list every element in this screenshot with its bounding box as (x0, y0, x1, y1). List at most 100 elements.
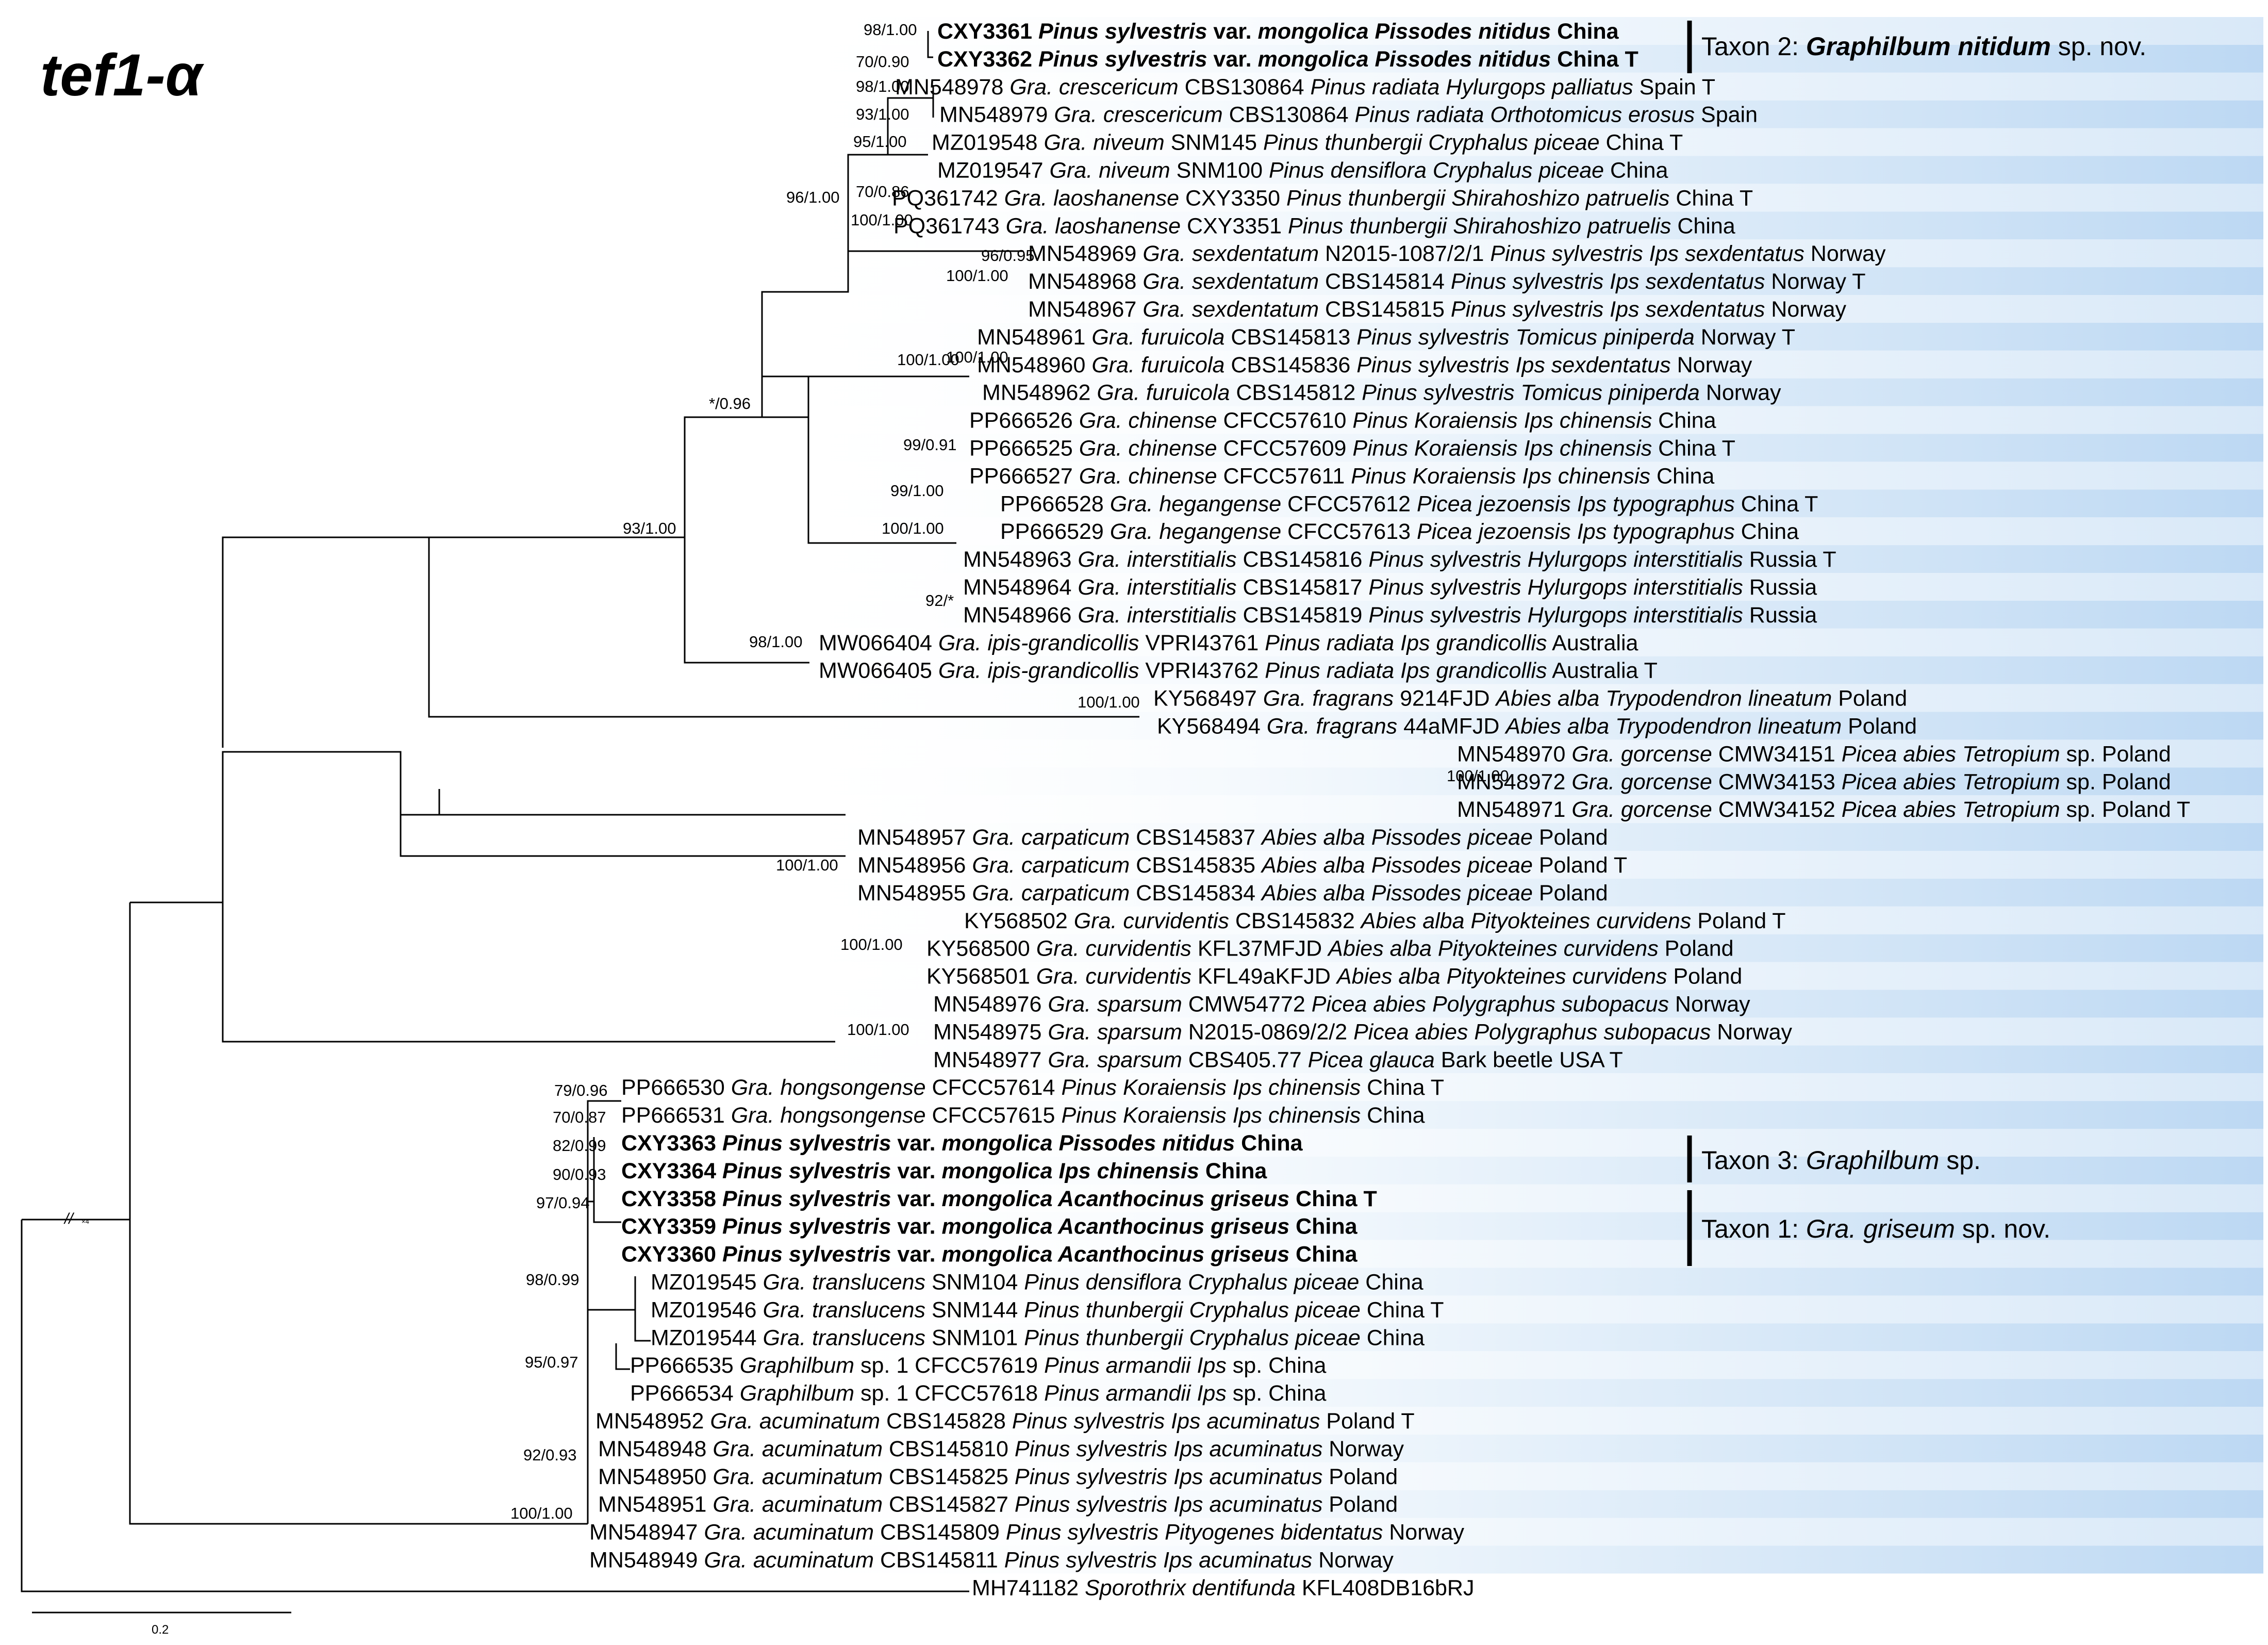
break-scale: ×4 (81, 1218, 89, 1225)
tip-label: MW066405 Gra. ipis-grandicollis VPRI4376… (819, 659, 1658, 683)
tip-band (748, 934, 2263, 962)
tip-label: CXY3362 Pinus sylvestris var. mongolica … (937, 47, 1638, 72)
tip-label: KY568497 Gra. fragrans 9214FJD Abies alb… (1153, 686, 1907, 711)
support-value: 93/1.00 (856, 105, 909, 123)
tip-label: MN548949 Gra. acuminatum CBS145811 Pinus… (589, 1548, 1394, 1573)
tip-band (748, 128, 2263, 156)
figure-title: tef1-α (40, 42, 205, 108)
support-value: */0.96 (709, 394, 751, 413)
tip-label: MN548952 Gra. acuminatum CBS145828 Pinus… (595, 1409, 1415, 1434)
tip-band (748, 1462, 2263, 1490)
tip-band (748, 184, 2263, 212)
taxon-highlight-label: Taxon 1: Gra. griseum sp. nov. (1701, 1214, 2050, 1243)
branch (615, 1343, 630, 1370)
branch (400, 752, 846, 816)
branch (130, 901, 835, 1043)
support-value: 79/0.96 (554, 1081, 607, 1099)
tip-label: MN548962 Gra. furuicola CBS145812 Pinus … (982, 381, 1781, 405)
tip-band (748, 1156, 2263, 1185)
support-value: 70/0.87 (553, 1108, 606, 1126)
tip-label: MN548975 Gra. sparsum N2015-0869/2/2 Pic… (933, 1019, 1793, 1044)
tip-band (748, 739, 2263, 768)
tip-band (748, 823, 2263, 851)
branch (429, 536, 809, 664)
tip-label: MN548951 Gra. acuminatum CBS145827 Pinus… (598, 1492, 1398, 1517)
tip-label: PQ361743 Gra. laoshanense CXY3351 Pinus … (893, 213, 1735, 238)
tip-label: MN548964 Gra. interstitialis CBS145817 P… (963, 575, 1817, 600)
tip-band (748, 322, 2263, 351)
tip-band (748, 851, 2263, 879)
branch (587, 1200, 594, 1524)
tip-band (748, 684, 2263, 712)
support-value: 100/1.00 (946, 267, 1008, 285)
tip-label: MN548978 Gra. crescericum CBS130864 Pinu… (895, 75, 1715, 100)
tip-band (748, 962, 2263, 990)
tip-band (748, 573, 2263, 601)
tip-label: MN548969 Gra. sexdentatum N2015-1087/2/1… (1028, 241, 1886, 266)
tip-band (748, 628, 2263, 656)
taxon-highlight-label: Taxon 3: Graphilbum sp. (1701, 1146, 1981, 1175)
tip-label: PP666535 Graphilbum sp. 1 CFCC57619 Pinu… (630, 1353, 1327, 1378)
taxon-highlight-labels: Taxon 2: Graphilbum nitidum sp. nov. Taxo… (1701, 32, 2146, 1243)
support-value: 100/1.00 (1447, 767, 1509, 785)
support-value: 92/* (925, 591, 954, 610)
tip-band (748, 990, 2263, 1018)
tip-label: KY568501 Gra. curvidentis KFL49aKFJD Abi… (926, 964, 1742, 989)
tip-band (748, 267, 2263, 295)
tip-band (748, 350, 2263, 379)
tip-label: MN548950 Gra. acuminatum CBS145825 Pinus… (598, 1465, 1398, 1489)
tip-label: PQ361742 Gra. laoshanense CXY3350 Pinus … (892, 186, 1753, 210)
tip-band (748, 1240, 2263, 1268)
tip-label: PP666528 Gra. hegangense CFCC57612 Picea… (1000, 491, 1818, 516)
tip-band (748, 17, 2263, 45)
taxon-highlight-label: Taxon 2: Graphilbum nitidum sp. nov. (1701, 32, 2146, 61)
tip-band (748, 100, 2263, 128)
tip-band (748, 1017, 2263, 1046)
tip-labels: CXY3361 Pinus sylvestris var. mongolica … (589, 19, 2190, 1600)
tip-label: MZ019547 Gra. niveum SNM100 Pinus densif… (937, 158, 1668, 183)
tip-label: MN548963 Gra. interstitialis CBS145816 P… (963, 547, 1836, 572)
tip-band (748, 1434, 2263, 1462)
tip-label: MN548971 Gra. gorcense CMW34152 Picea ab… (1457, 797, 2190, 822)
tip-band (748, 406, 2263, 434)
branch (634, 1276, 651, 1342)
branch (587, 1100, 621, 1310)
tip-label: KY568502 Gra. curvidentis CBS145832 Abie… (964, 909, 1786, 933)
branch (21, 1220, 969, 1592)
tip-band (748, 1518, 2263, 1546)
tip-label: MN548966 Gra. interstitialis CBS145819 P… (963, 603, 1817, 628)
tip-label: MN548961 Gra. furuicola CBS145813 Pinus … (977, 325, 1795, 350)
tip-band (748, 434, 2263, 462)
tip-band (748, 211, 2263, 240)
branch (685, 250, 1023, 418)
tip-band (748, 1407, 2263, 1435)
tip-background-bands (748, 17, 2263, 1574)
tip-label: MN548976 Gra. sparsum CMW54772 Picea abi… (933, 992, 1750, 1017)
support-value: 98/1.00 (749, 633, 802, 651)
tip-label: PP666530 Gra. hongsongense CFCC57614 Pin… (621, 1075, 1444, 1100)
tip-label: CXY3361 Pinus sylvestris var. mongolica … (937, 19, 1619, 44)
tip-label: MN548960 Gra. furuicola CBS145836 Pinus … (977, 353, 1752, 377)
tip-band (748, 1184, 2263, 1212)
tip-band (748, 878, 2263, 907)
support-values: 98/1.0070/0.9098/1.0093/1.0095/1.0070/0.… (510, 21, 1509, 1522)
scale-bar-label: 0.2 (152, 1623, 169, 1637)
tip-label: MN548956 Gra. carpaticum CBS145835 Abies… (857, 853, 1627, 878)
tip-label: MZ019544 Gra. translucens SNM101 Pinus t… (651, 1325, 1425, 1350)
tip-band (748, 72, 2263, 101)
branch (129, 902, 588, 1525)
tip-band (748, 1545, 2263, 1574)
tip-band (748, 378, 2263, 406)
support-value: 100/1.00 (510, 1504, 573, 1522)
tip-label: PP666525 Gra. chinense CFCC57609 Pinus K… (969, 436, 1735, 461)
root-branch-break: // ×4 (63, 1210, 89, 1227)
tip-band (748, 1073, 2263, 1101)
support-value: 100/1.00 (851, 211, 913, 229)
tip-label: MZ019548 Gra. niveum SNM145 Pinus thunbe… (932, 130, 1683, 155)
tip-label: MZ019545 Gra. translucens SNM104 Pinus d… (651, 1270, 1423, 1295)
branch (807, 417, 956, 544)
branch (927, 31, 933, 58)
tree-branches (21, 31, 1139, 1592)
tip-band (748, 44, 2263, 73)
